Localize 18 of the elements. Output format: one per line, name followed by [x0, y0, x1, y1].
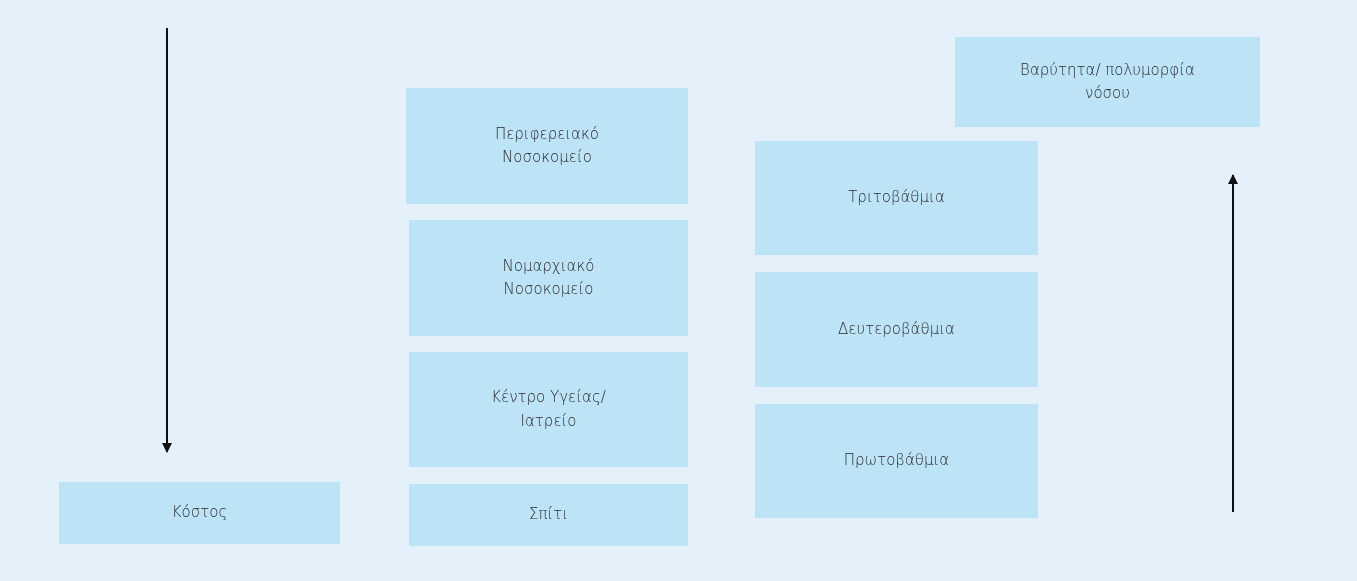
box-label: Βαρύτητα/ πολυμορφία νόσου — [1019, 59, 1196, 104]
box-label: Πρωτοβάθμια — [843, 450, 950, 472]
level-box — [409, 484, 688, 546]
level-box — [406, 88, 688, 204]
level-box — [409, 220, 688, 336]
level-box — [59, 482, 340, 544]
level-box — [755, 404, 1038, 518]
level-box — [409, 352, 688, 467]
box-label: Τριτοβάθμια — [848, 187, 945, 209]
level-box — [755, 272, 1038, 387]
box-label: Κέντρο Υγείας/Ιατρείο — [490, 387, 607, 432]
box-label: Δευτεροβάθμια — [838, 318, 955, 340]
level-box — [955, 37, 1260, 127]
box-label: Νομαρχιακό Νοσοκομείο — [501, 255, 596, 300]
level-box — [755, 141, 1038, 255]
box-label: Περιφερειακό Νοσοκομείο — [493, 123, 601, 168]
box-label: Κόστος — [171, 502, 228, 524]
box-label: Σπίτι — [528, 504, 569, 526]
